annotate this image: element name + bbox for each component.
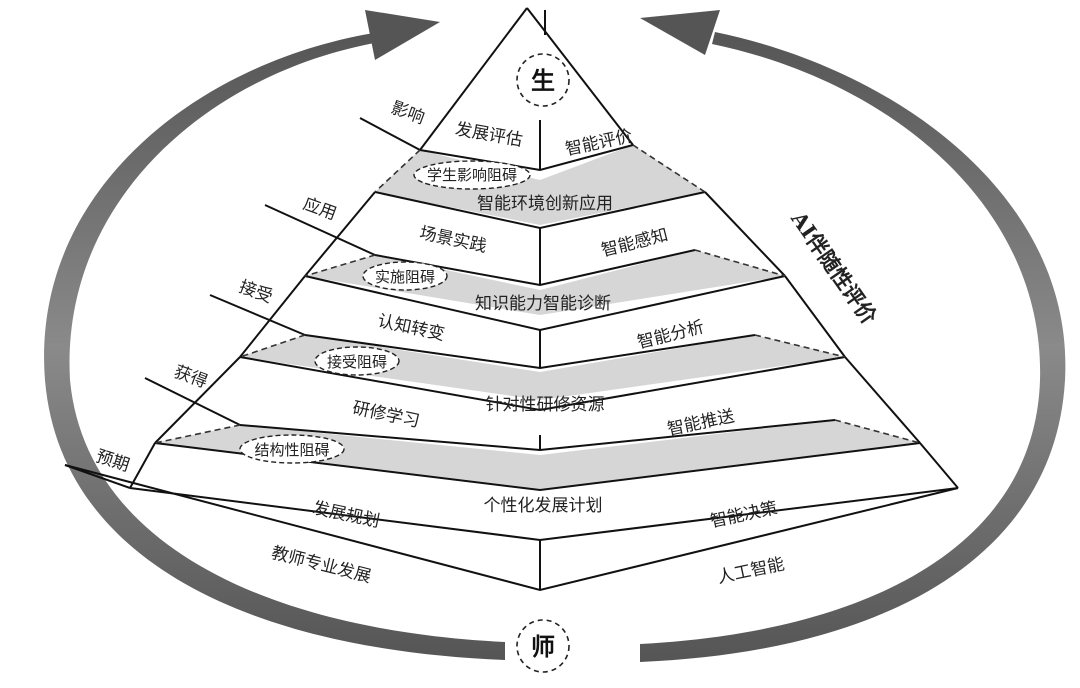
top-node-circle <box>516 53 570 107</box>
barrier-label-1: 学生影响阻碍 <box>427 166 517 184</box>
left-layer-4: 发展规划 <box>311 498 382 532</box>
cycle-arrows <box>44 10 1066 662</box>
dashed-edges <box>154 144 921 444</box>
bottom-node-circle <box>516 619 570 673</box>
barrier-ellipse <box>362 261 448 291</box>
left-arrow-head <box>365 10 440 60</box>
right-arrow-head <box>640 10 720 55</box>
band-label-4: 个性化发展计划 <box>484 496 603 516</box>
right-layer-4: 智能决策 <box>709 498 780 532</box>
stage-label-3: 接受 <box>236 277 275 307</box>
barrier-label-3: 接受阻碍 <box>327 353 387 371</box>
left-layer-3: 研修学习 <box>351 398 422 432</box>
left-layer-2: 认知转变 <box>376 311 447 345</box>
side-axis-label: AI伴随性评价 <box>786 206 883 329</box>
left-base-label: 教师专业发展 <box>269 543 373 587</box>
barrier-label-2: 实施阻碍 <box>375 268 435 286</box>
stage-label-1: 影响 <box>388 98 427 128</box>
barrier-label-4: 结构性阻碍 <box>254 441 329 459</box>
bottom-node-label: 师 <box>531 633 555 661</box>
stage-label-2: 应用 <box>300 194 339 224</box>
top-node-label: 生 <box>531 67 555 95</box>
barrier-ellipse <box>413 160 531 190</box>
right-base-label: 人工智能 <box>716 554 787 588</box>
stage-label-4: 获得 <box>171 362 210 392</box>
barrier-ellipse <box>314 346 400 376</box>
band-label-3: 针对性研修资源 <box>486 395 605 415</box>
band-label-2: 知识能力智能诊断 <box>475 294 611 314</box>
right-layer-1: 智能感知 <box>599 225 670 261</box>
band-label-1: 智能环境创新应用 <box>477 194 613 214</box>
pyramid-lines <box>64 7 959 592</box>
barrier-ellipse <box>239 434 345 464</box>
left-top-label: 发展评估 <box>454 119 524 151</box>
left-layer-1: 场景实践 <box>418 223 489 257</box>
barrier-ellipses <box>239 160 531 464</box>
